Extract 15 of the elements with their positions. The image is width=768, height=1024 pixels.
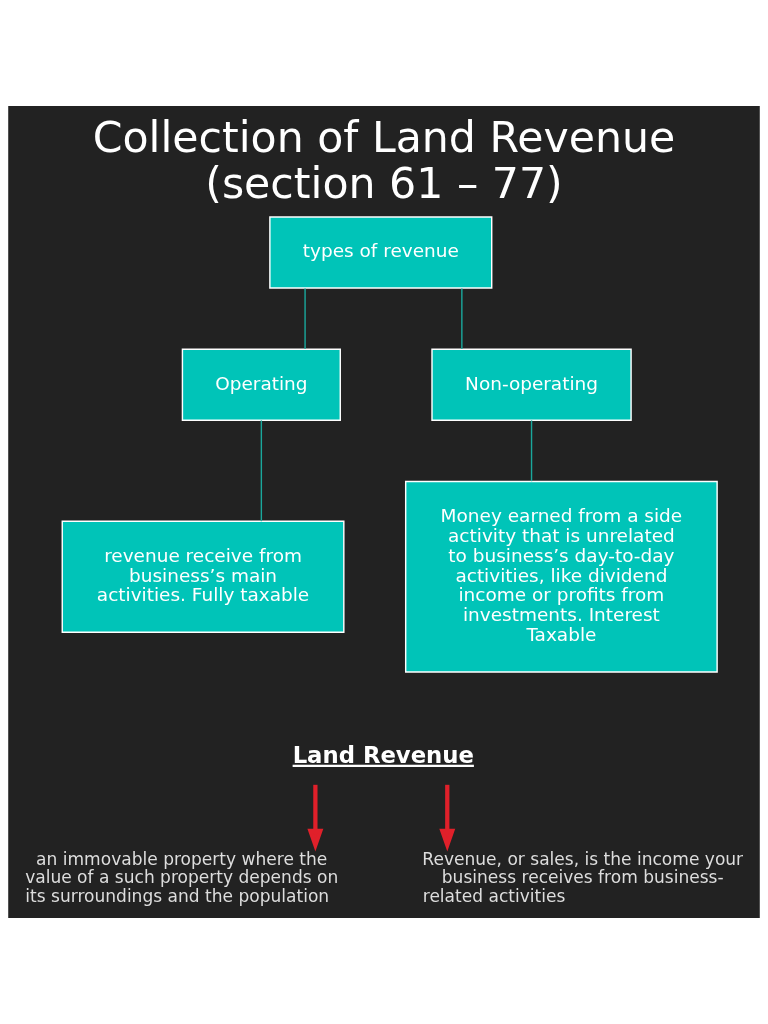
diagram-title: Collection of Land Revenue (section 61 – 77): [92, 111, 676, 209]
node-box: Operating: [181, 348, 341, 421]
node-box: Non-operating: [431, 348, 632, 421]
connector: [260, 419, 263, 522]
node-text: an immovable property where the value of a such property depends on its surroundings and the population: [25, 848, 339, 906]
node-text: Revenue, or sales, is the income your business receives from business-related activities: [422, 848, 744, 906]
node-box: types of revenue: [269, 216, 493, 289]
connector: [530, 419, 533, 482]
arrow: [307, 784, 324, 852]
connector: [304, 287, 306, 350]
arrow: [439, 784, 456, 852]
node-box: revenue receive from business’s main activities. Fully taxable: [61, 520, 345, 633]
node-text: Land Revenue: [292, 741, 474, 768]
node-box: Money earned from a side activity that is unrelated to business’s day-to-day activities, like dividend income or profits from investments. Interest Taxable: [405, 480, 718, 673]
connector: [461, 287, 463, 350]
